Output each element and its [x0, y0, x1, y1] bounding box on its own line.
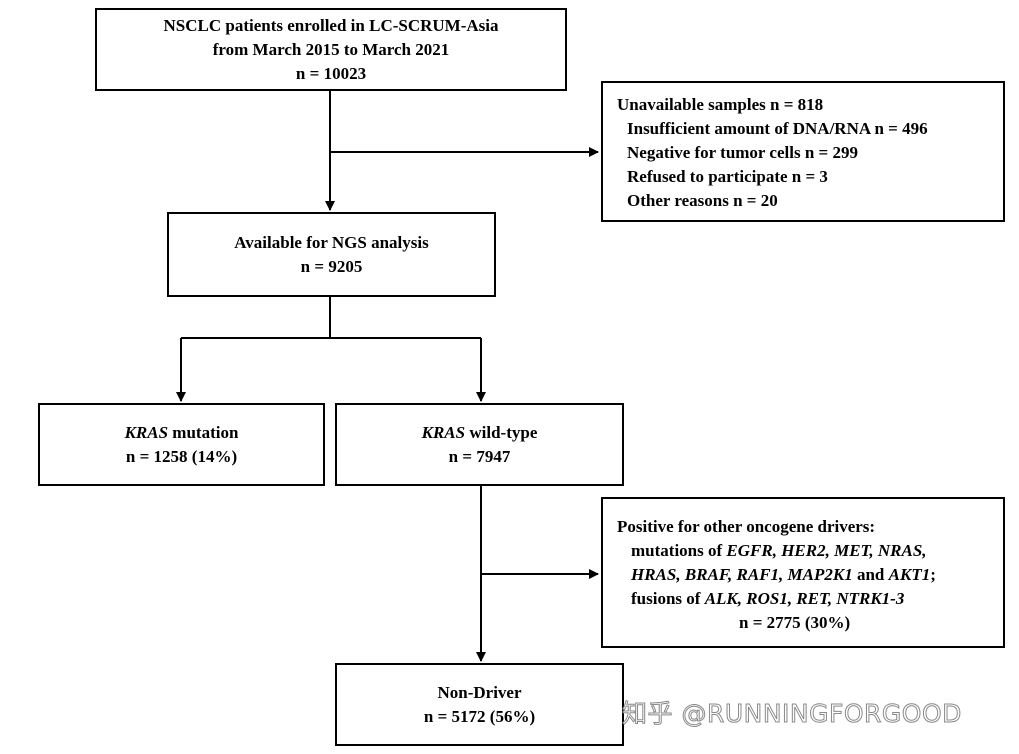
non-driver-box: Non-Driver n = 5172 (56%) — [335, 663, 624, 746]
enrolled-box: NSCLC patients enrolled in LC-SCRUM-Asia… — [95, 8, 567, 91]
kras-mutation-box: KRAS mutation n = 1258 (14%) — [38, 403, 325, 486]
unavailable-item-negative: Negative for tumor cells n = 299 — [627, 143, 858, 162]
watermark: 知乎 @RUNNINGFORGOOD — [622, 699, 962, 729]
kras-wildtype-count: n = 7947 — [448, 446, 511, 466]
kras-wildtype-text: wild-type — [465, 422, 538, 442]
enrolled-line1: NSCLC patients enrolled in LC-SCRUM-Asia — [163, 15, 499, 35]
enrolled-line2: from March 2015 to March 2021 — [212, 39, 450, 59]
other-drivers-title: Positive for other oncogene drivers: — [617, 517, 876, 536]
other-drivers-box: Positive for other oncogene drivers: mut… — [601, 497, 1005, 648]
fusions-prefix: fusions of — [631, 589, 705, 608]
kras-wildtype-box: KRAS wild-type n = 7947 — [335, 403, 624, 486]
kras-mutation-text: mutation — [168, 422, 239, 442]
mutation-genes-line2: HRAS, BRAF, RAF1, MAP2K1 — [631, 565, 853, 584]
unavailable-title: Unavailable samples n = 818 — [617, 95, 824, 114]
unavailable-box: Unavailable samples n = 818 Insufficient… — [601, 81, 1005, 222]
fusion-genes: ALK, ROS1, RET, NTRK1-3 — [704, 589, 905, 608]
last-gene: AKT1 — [888, 565, 931, 584]
kras-mutation-gene: KRAS — [124, 422, 169, 442]
kras-wildtype-gene: KRAS — [421, 422, 466, 442]
other-drivers-mutations-line2: HRAS, BRAF, RAF1, MAP2K1 and AKT1; — [617, 563, 1003, 587]
mutation-genes-line1: EGFR, HER2, MET, NRAS, — [726, 541, 927, 560]
non-driver-count: n = 5172 (56%) — [423, 706, 536, 726]
unavailable-item-dna: Insufficient amount of DNA/RNA n = 496 — [627, 119, 928, 138]
available-line1: Available for NGS analysis — [234, 232, 429, 252]
unavailable-item-other: Other reasons n = 20 — [627, 191, 778, 210]
kras-mutation-count: n = 1258 (14%) — [125, 446, 238, 466]
other-drivers-count: n = 2775 (30%) — [739, 613, 851, 632]
semicolon: ; — [930, 565, 936, 584]
other-drivers-mutations-line1: mutations of EGFR, HER2, MET, NRAS, — [617, 539, 1003, 563]
available-count: n = 9205 — [300, 256, 363, 276]
and-word: and — [852, 565, 889, 584]
non-driver-label: Non-Driver — [437, 682, 522, 702]
kras-wildtype-label: KRAS wild-type — [337, 421, 622, 445]
unavailable-item-refused: Refused to participate n = 3 — [627, 167, 828, 186]
mutations-prefix: mutations of — [631, 541, 727, 560]
kras-mutation-label: KRAS mutation — [40, 421, 323, 445]
available-box: Available for NGS analysis n = 9205 — [167, 212, 496, 297]
enrolled-count: n = 10023 — [295, 63, 367, 83]
other-drivers-fusions: fusions of ALK, ROS1, RET, NTRK1-3 — [617, 587, 1003, 611]
